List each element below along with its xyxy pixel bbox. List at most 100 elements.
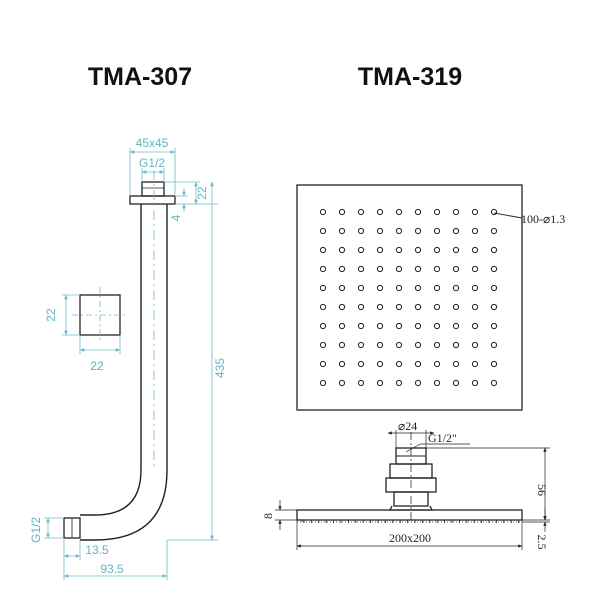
nozzle-hole <box>433 284 441 292</box>
nozzle-hole <box>471 379 479 387</box>
nozzle-hole <box>414 265 422 273</box>
nozzle-hole <box>319 265 327 273</box>
nozzle-hole <box>490 360 498 368</box>
nozzle-hole <box>452 227 460 235</box>
nozzle-hole <box>376 341 384 349</box>
nozzle-hole <box>338 208 346 216</box>
nozzle-hole <box>433 208 441 216</box>
nozzle-hole <box>490 246 498 254</box>
nozzle-hole <box>376 284 384 292</box>
dim-total-height: 435 <box>213 358 227 378</box>
nozzle-hole <box>433 322 441 330</box>
dim-top-thread: G1/2 <box>139 156 165 170</box>
nozzle-hole <box>338 322 346 330</box>
nozzle-hole <box>490 208 498 216</box>
nozzle-hole <box>376 208 384 216</box>
nozzle-hole <box>433 265 441 273</box>
nozzle-hole <box>395 341 403 349</box>
head-top-view <box>296 184 523 411</box>
nozzle-hole <box>414 322 422 330</box>
nozzle-hole <box>414 360 422 368</box>
nozzle-hole <box>319 246 327 254</box>
nozzle-hole <box>395 227 403 235</box>
dim-bottom-thread: G1/2 <box>29 517 43 543</box>
nozzle-grid <box>319 208 498 387</box>
nozzle-hole <box>471 341 479 349</box>
nozzle-hole <box>319 341 327 349</box>
nozzle-hole <box>414 379 422 387</box>
nozzle-hole <box>471 360 479 368</box>
nozzle-hole <box>433 246 441 254</box>
dim-nozzles: 100-⌀1.3 <box>521 212 565 226</box>
nozzle-hole <box>376 360 384 368</box>
nozzle-hole <box>319 360 327 368</box>
nozzle-hole <box>414 303 422 311</box>
dim-total-reach: 93.5 <box>100 562 124 576</box>
dim-head-total-height: 56 <box>535 484 549 496</box>
nozzle-hole <box>490 341 498 349</box>
nozzle-hole <box>319 227 327 235</box>
nozzle-hole <box>357 322 365 330</box>
dim-section-height: 22 <box>44 308 58 322</box>
title-right: TMA-319 <box>358 63 462 91</box>
nozzle-hole <box>452 265 460 273</box>
nozzle-hole <box>414 284 422 292</box>
nozzle-hole <box>395 284 403 292</box>
nozzle-hole <box>357 208 365 216</box>
nozzle-hole <box>433 341 441 349</box>
nozzle-hole <box>452 360 460 368</box>
arm-top-thread <box>141 181 165 197</box>
nozzle-hole <box>471 303 479 311</box>
nozzle-hole <box>357 303 365 311</box>
dim-section-width: 22 <box>90 359 104 373</box>
nozzle-hole <box>471 227 479 235</box>
nozzle-hole <box>338 246 346 254</box>
nozzle-hole <box>395 303 403 311</box>
nozzle-hole <box>414 227 422 235</box>
dim-head-size: 200x200 <box>389 531 431 545</box>
nozzle-hole <box>395 208 403 216</box>
nozzle-hole <box>357 246 365 254</box>
nozzle-hole <box>338 303 346 311</box>
nozzle-hole <box>338 265 346 273</box>
nozzle-hole <box>376 246 384 254</box>
nozzle-hole <box>452 303 460 311</box>
arm-pipe-outer <box>80 204 168 541</box>
nozzle-hole <box>319 303 327 311</box>
nozzle-hole <box>338 284 346 292</box>
nozzle-hole <box>490 265 498 273</box>
nozzle-hole <box>376 379 384 387</box>
nozzle-hole <box>490 284 498 292</box>
nozzle-hole <box>357 284 365 292</box>
nozzle-hole <box>357 227 365 235</box>
nozzle-hole <box>490 227 498 235</box>
nozzle-hole <box>452 379 460 387</box>
nozzle-hole <box>395 265 403 273</box>
nozzle-hole <box>414 246 422 254</box>
head-plate-side <box>296 509 523 521</box>
nozzle-hole <box>452 246 460 254</box>
dim-outlet-length: 13.5 <box>85 543 109 557</box>
dim-connector-diameter: ⌀24 <box>398 419 417 433</box>
nozzle-hole <box>395 379 403 387</box>
nozzle-hole <box>376 303 384 311</box>
nozzle-hole <box>395 246 403 254</box>
nozzle-hole <box>376 265 384 273</box>
nozzle-hole <box>452 208 460 216</box>
dim-face-offset: 2.5 <box>535 535 549 550</box>
arm-pipe-inner <box>80 204 142 516</box>
nozzle-hole <box>471 246 479 254</box>
nozzle-hole <box>395 322 403 330</box>
nozzle-hole <box>319 379 327 387</box>
nozzle-hole <box>433 227 441 235</box>
nozzle-hole <box>433 303 441 311</box>
nozzle-hole <box>395 360 403 368</box>
dim-flange-thickness: 4 <box>169 214 183 221</box>
nozzle-hole <box>452 284 460 292</box>
nozzle-hole <box>452 341 460 349</box>
dim-plate-thickness: 8 <box>261 513 275 519</box>
nozzle-hole <box>338 341 346 349</box>
nozzle-hole <box>471 208 479 216</box>
nozzle-hole <box>490 379 498 387</box>
